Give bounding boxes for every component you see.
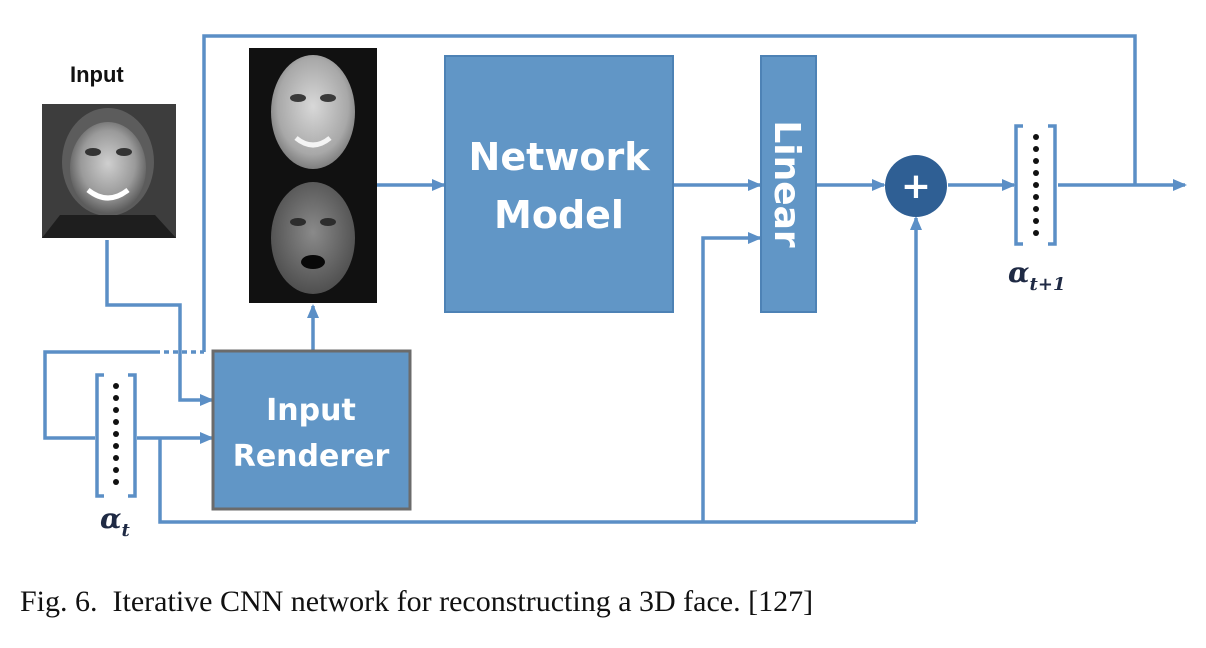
- figure-caption: Fig. 6. Iterative CNN network for recons…: [20, 585, 1120, 619]
- network-model-box: Network Model: [444, 55, 674, 313]
- network-model-label-line2: Model: [494, 193, 624, 237]
- caption-prefix: Fig. 6.: [20, 585, 98, 618]
- alpha-t-subscript: t: [122, 520, 131, 541]
- sum-node: +: [885, 155, 947, 217]
- feedback-loop-line: [202, 34, 1137, 352]
- rendered-faces-panel: [249, 48, 377, 303]
- sum-symbol: +: [901, 166, 931, 207]
- linear-box: Linear: [760, 55, 817, 313]
- input-label: Input: [70, 62, 124, 87]
- alpha-bottom-line: [158, 438, 916, 524]
- alpha-next-subscript: t+1: [1030, 274, 1066, 295]
- input-to-renderer-arrow: [105, 240, 214, 406]
- alpha-t-label: αt: [100, 502, 131, 541]
- alpha-next-vector: [1014, 124, 1057, 246]
- alpha-t-vector: [95, 373, 137, 498]
- input-renderer-box: Input Renderer: [211, 349, 412, 511]
- alpha-next-label: αt+1: [1008, 256, 1065, 295]
- alpha-to-linear-arrow: [701, 232, 762, 522]
- rendered-face-upper: [271, 55, 355, 169]
- alpha-next-symbol: α: [1008, 256, 1030, 289]
- renderer-label-line1: Input: [266, 393, 356, 428]
- alpha-t-symbol: α: [100, 502, 122, 535]
- network-model-label-line1: Network: [469, 135, 651, 179]
- linear-label: Linear: [766, 120, 807, 248]
- renderer-label-line2: Renderer: [233, 439, 390, 474]
- caption-text: Iterative CNN network for reconstructing…: [112, 585, 814, 618]
- loop-left-line: [43, 350, 155, 440]
- input-face-photo: [42, 104, 176, 238]
- connections: [43, 34, 1187, 524]
- rendered-face-lower: [271, 182, 355, 294]
